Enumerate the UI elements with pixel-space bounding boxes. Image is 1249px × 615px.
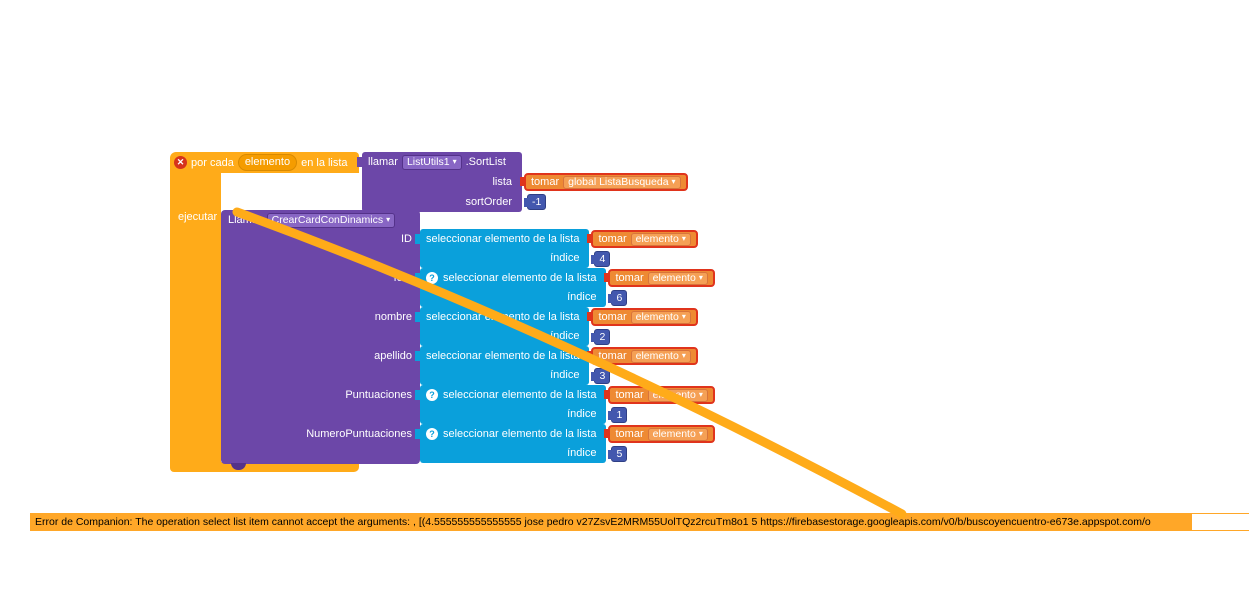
select-list-item-label: seleccionar elemento de la lista bbox=[426, 233, 580, 245]
get-variable-block[interactable]: tomar elemento ▾ bbox=[587, 308, 698, 326]
get-keyword: tomar bbox=[598, 350, 627, 362]
llamar-keyword: llamar bbox=[368, 156, 398, 168]
index-label: índice bbox=[567, 408, 597, 420]
param-label-foto: foto bbox=[393, 272, 412, 284]
index-label: índice bbox=[550, 369, 580, 381]
select-list-item-block[interactable]: ? seleccionar elemento de la lista índic… bbox=[414, 424, 607, 463]
dropdown-arrow-icon: ▾ bbox=[698, 273, 703, 282]
help-icon[interactable]: ? bbox=[426, 272, 438, 284]
select-list-item-label: seleccionar elemento de la lista bbox=[443, 272, 597, 284]
help-icon[interactable]: ? bbox=[426, 389, 438, 401]
param-row-apellido: ? seleccionar elemento de la lista índic… bbox=[414, 346, 698, 385]
dropdown-arrow-icon: ▾ bbox=[681, 234, 686, 243]
get-keyword: tomar bbox=[615, 272, 644, 284]
param-label-puntuaciones: Puntuaciones bbox=[345, 389, 412, 401]
select-list-item-block[interactable]: ? seleccionar elemento de la lista índic… bbox=[414, 307, 590, 346]
dropdown-arrow-icon: ▾ bbox=[698, 390, 703, 399]
for-each-block-header[interactable]: ✕ por cada elemento en la lista bbox=[170, 152, 359, 173]
component-dropdown[interactable]: ListUtils1 ▾ bbox=[401, 154, 462, 170]
param-label-numeropuntuaciones: NumeroPuntuaciones bbox=[306, 428, 412, 440]
method-name: .SortList bbox=[465, 156, 506, 168]
index-label: índice bbox=[550, 330, 580, 342]
variable-dropdown[interactable]: elemento ▾ bbox=[630, 310, 691, 324]
dropdown-arrow-icon: ▾ bbox=[671, 177, 676, 186]
get-variable-block[interactable]: tomar elemento ▾ bbox=[604, 386, 715, 404]
variable-dropdown[interactable]: elemento ▾ bbox=[647, 427, 708, 441]
param-row-numeropuntuaciones: ? seleccionar elemento de la lista índic… bbox=[414, 424, 715, 463]
number-block-index[interactable]: 4 bbox=[591, 250, 611, 267]
sortlist-block-body[interactable]: llamar ListUtils1 ▾ .SortList lista sort… bbox=[357, 152, 522, 212]
dropdown-arrow-icon: ▾ bbox=[386, 215, 391, 224]
for-each-prefix-label: por cada bbox=[191, 156, 234, 169]
param-label-id: ID bbox=[401, 233, 412, 245]
dropdown-arrow-icon: ▾ bbox=[452, 157, 457, 166]
dropdown-arrow-icon: ▾ bbox=[681, 351, 686, 360]
variable-dropdown[interactable]: elemento ▾ bbox=[630, 349, 691, 363]
variable-name: elemento bbox=[635, 350, 679, 362]
loop-variable-badge[interactable]: elemento bbox=[237, 154, 298, 171]
index-label: índice bbox=[567, 291, 597, 303]
error-bar-white-patch bbox=[1192, 514, 1249, 530]
param-row-id: ? seleccionar elemento de la lista índic… bbox=[414, 229, 698, 268]
number-block-index[interactable]: 5 bbox=[608, 445, 628, 462]
dropdown-arrow-icon: ▾ bbox=[681, 312, 686, 321]
component-name: ListUtils1 bbox=[406, 156, 450, 168]
get-global-variable-block[interactable]: tomar global ListaBusqueda ▾ bbox=[520, 173, 688, 191]
select-list-item-label: seleccionar elemento de la lista bbox=[443, 389, 597, 401]
get-variable-block[interactable]: tomar elemento ▾ bbox=[604, 269, 715, 287]
param-label-lista: lista bbox=[492, 176, 512, 188]
procedure-name: CrearCardConDinamics bbox=[271, 214, 384, 226]
ejecutar-label: ejecutar bbox=[178, 211, 218, 223]
for-each-block-spine[interactable] bbox=[170, 173, 221, 463]
param-label-sortorder: sortOrder bbox=[465, 196, 512, 208]
variable-dropdown[interactable]: elemento ▾ bbox=[647, 271, 708, 285]
index-label: índice bbox=[550, 252, 580, 264]
variable-name: elemento bbox=[652, 428, 696, 440]
variable-dropdown[interactable]: elemento ▾ bbox=[630, 232, 691, 246]
param-row-foto: ? seleccionar elemento de la lista índic… bbox=[414, 268, 715, 307]
select-list-item-label: seleccionar elemento de la lista bbox=[443, 428, 597, 440]
dropdown-arrow-icon: ▾ bbox=[698, 429, 703, 438]
number-block-index[interactable]: 3 bbox=[591, 367, 611, 384]
number-block-index[interactable]: 1 bbox=[608, 406, 628, 423]
select-list-item-block[interactable]: ? seleccionar elemento de la lista índic… bbox=[414, 346, 590, 385]
help-icon[interactable]: ? bbox=[426, 428, 438, 440]
variable-name: elemento bbox=[652, 389, 696, 401]
get-variable-block[interactable]: tomar elemento ▾ bbox=[604, 425, 715, 443]
variable-name: elemento bbox=[635, 311, 679, 323]
variable-dropdown[interactable]: elemento ▾ bbox=[647, 388, 708, 402]
procedure-call-block[interactable]: Llamar CrearCardConDinamics ▾ ID foto no… bbox=[221, 210, 420, 464]
get-variable-block[interactable]: tomar elemento ▾ bbox=[587, 347, 698, 365]
get-keyword: tomar bbox=[598, 311, 627, 323]
param-label-nombre: nombre bbox=[374, 311, 412, 323]
select-list-item-label: seleccionar elemento de la lista bbox=[426, 350, 580, 362]
sortlist-call-block[interactable]: llamar ListUtils1 ▾ .SortList lista sort… bbox=[357, 152, 688, 212]
variable-name: elemento bbox=[652, 272, 696, 284]
get-keyword: tomar bbox=[598, 233, 627, 245]
block-error-icon[interactable]: ✕ bbox=[174, 156, 187, 169]
for-each-suffix-label: en la lista bbox=[301, 156, 348, 169]
number-block-index[interactable]: 6 bbox=[608, 289, 628, 306]
get-variable-block[interactable]: tomar elemento ▾ bbox=[587, 230, 698, 248]
select-list-item-block[interactable]: ? seleccionar elemento de la lista índic… bbox=[414, 268, 607, 307]
get-keyword: tomar bbox=[615, 389, 644, 401]
select-list-item-label: seleccionar elemento de la lista bbox=[426, 311, 580, 323]
index-label: índice bbox=[567, 447, 597, 459]
variable-name: elemento bbox=[635, 233, 679, 245]
param-row-nombre: ? seleccionar elemento de la lista índic… bbox=[414, 307, 698, 346]
param-row-puntuaciones: ? seleccionar elemento de la lista índic… bbox=[414, 385, 715, 424]
param-label-apellido: apellido bbox=[374, 350, 412, 362]
variable-dropdown[interactable]: global ListaBusqueda ▾ bbox=[563, 175, 681, 189]
procedure-dropdown[interactable]: CrearCardConDinamics ▾ bbox=[266, 212, 396, 228]
get-keyword: tomar bbox=[615, 428, 644, 440]
companion-error-text: Error de Companion: The operation select… bbox=[35, 516, 1151, 528]
number-block-sortorder[interactable]: -1 bbox=[523, 194, 547, 210]
variable-name: global ListaBusqueda bbox=[568, 176, 669, 188]
llamar-keyword: Llamar bbox=[228, 214, 262, 226]
number-block-index[interactable]: 2 bbox=[591, 328, 611, 345]
companion-error-bar: Error de Companion: The operation select… bbox=[30, 513, 1249, 531]
get-keyword: tomar bbox=[531, 176, 560, 188]
select-list-item-block[interactable]: ? seleccionar elemento de la lista índic… bbox=[414, 229, 590, 268]
select-list-item-block[interactable]: ? seleccionar elemento de la lista índic… bbox=[414, 385, 607, 424]
